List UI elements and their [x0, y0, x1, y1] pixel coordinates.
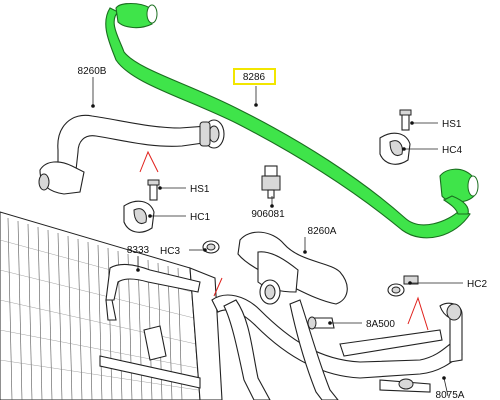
leader-dots: [91, 103, 446, 380]
label-hc1: HC1: [190, 212, 210, 223]
hose-8286-highlighted: [105, 2, 479, 239]
reference-lines: [139, 150, 429, 331]
label-8260a: 8260A: [308, 226, 337, 237]
label-highlight-box: [233, 68, 276, 85]
hose-8260a: [237, 231, 348, 305]
leader-lines: [92, 77, 463, 397]
label-hc3: HC3: [160, 246, 180, 257]
clamp-hc2: [387, 275, 419, 297]
sensor-906081: [261, 165, 281, 199]
label-hc2: HC2: [467, 279, 487, 290]
label-8a500: 8A500: [366, 319, 395, 330]
lower-hoses: [99, 263, 463, 400]
label-hs1-mid: HS1: [190, 184, 210, 195]
label-906081: 906081: [251, 209, 285, 220]
bracket-hc4: [379, 109, 412, 165]
label-hs1-top: HS1: [442, 119, 462, 130]
part-labels: 8286 8260B HS1 HC4 HS1 HC1 906081 8260A …: [78, 66, 488, 400]
connector-8a500: [307, 316, 335, 330]
label-8286: 8286: [243, 72, 266, 83]
label-8260b: 8260B: [78, 66, 107, 77]
hose-8260b: [38, 114, 225, 195]
bracket-hc1: [123, 179, 160, 233]
label-8333: 8333: [127, 245, 150, 256]
clamp-hc3: [202, 240, 220, 254]
label-8075a: 8075A: [436, 390, 465, 400]
label-hc4: HC4: [442, 145, 462, 156]
